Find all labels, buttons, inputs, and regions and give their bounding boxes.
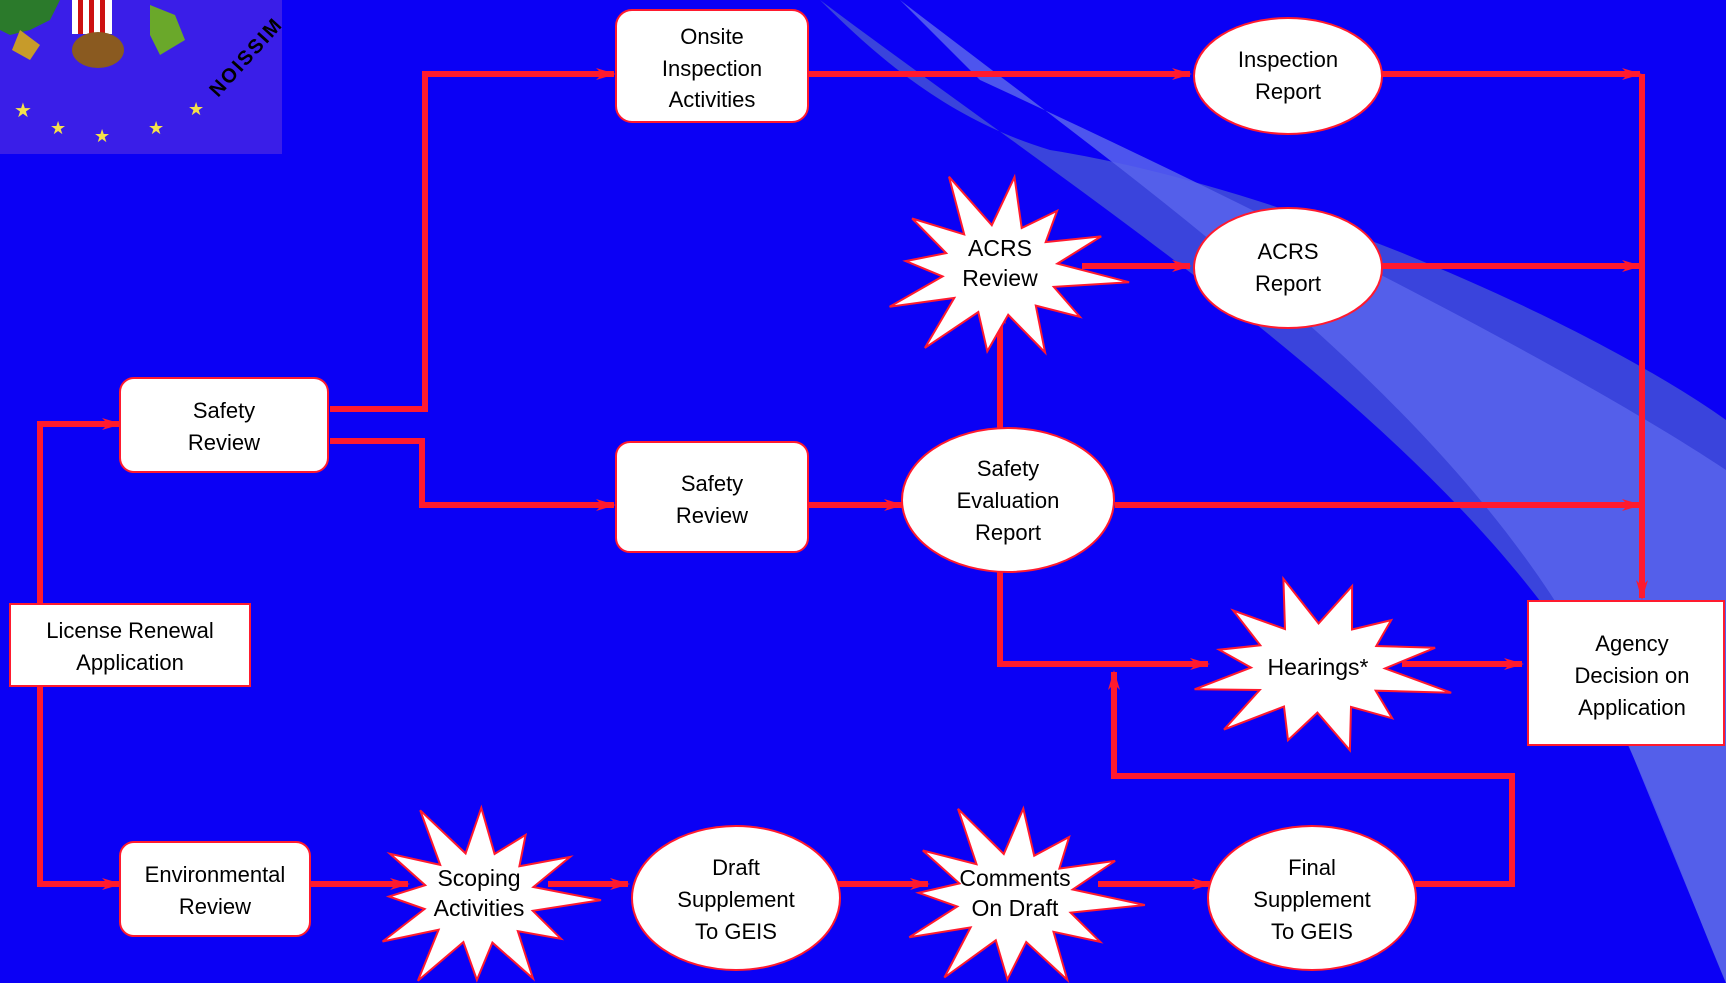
node-environmental-review-line-2: Review [179,894,251,919]
node-safety-review-main-line-2: Review [188,430,260,455]
node-draft-supplement-line-2: Supplement [677,887,794,912]
node-onsite-inspection-line-1: Onsite [680,24,744,49]
node-inspection-report-line-1: Inspection [1238,47,1338,72]
node-acrs-review-line-1: ACRS [968,235,1032,261]
node-onsite-inspection-line-2: Inspection [662,56,762,81]
node-final-supplement-line-1: Final [1288,855,1336,880]
background-swoosh [820,0,1726,983]
node-environmental-review-line-1: Environmental [145,862,286,887]
node-comments-on-draft[interactable]: Comments On Draft [908,805,1146,983]
node-comments-on-draft-line-1: Comments [959,865,1070,891]
svg-text:★: ★ [14,98,32,122]
node-safety-review-main-line-1: Safety [193,398,255,423]
node-acrs-report-line-1: ACRS [1257,239,1318,264]
node-scoping-activities-line-2: Activities [434,895,525,921]
connector-license-to-environmental [37,686,122,890]
node-ser-line-1: Safety [977,456,1039,481]
node-final-supplement-line-3: To GEIS [1271,919,1353,944]
node-comments-on-draft-line-2: On Draft [972,895,1060,921]
node-acrs-review-line-2: Review [962,265,1038,291]
connectors [37,68,1648,890]
connector-ser-to-hearings [997,570,1210,670]
seal-star: ★ ★ ★ ★ ★ [14,98,204,147]
node-acrs-report[interactable]: ACRS Report [1193,207,1383,329]
node-onsite-inspection-line-3: Activities [669,87,756,112]
node-draft-supplement-line-3: To GEIS [695,919,777,944]
node-scoping-activities-line-1: Scoping [437,865,520,891]
connector-final-to-hearings [1108,670,1515,887]
node-license-renewal-line-2: Application [76,650,184,675]
svg-text:Hearings*: Hearings* [1268,654,1369,680]
node-safety-review-2-line-2: Review [676,503,748,528]
node-acrs-review[interactable]: ACRS Review [889,173,1130,356]
connector-license-to-safety [37,418,122,604]
node-draft-supplement-line-1: Draft [712,855,760,880]
node-acrs-report-line-2: Report [1255,271,1321,296]
node-hearings[interactable]: Hearings* [1194,575,1452,753]
svg-text:★: ★ [50,118,66,139]
svg-text:★: ★ [148,118,164,139]
connector-safety-to-onsite [330,68,616,412]
nrc-seal-icon: ★ ★ ★ ★ ★ NOISSIM [0,0,288,154]
node-license-renewal-line-1: License Renewal [46,618,214,643]
node-ser-line-3: Report [975,520,1041,545]
node-hearings-line-1: Hearings* [1268,654,1369,680]
node-final-supplement-line-2: Supplement [1253,887,1370,912]
node-agency-decision-line-1: Agency [1595,631,1668,656]
svg-text:★: ★ [94,126,110,147]
node-inspection-report-line-2: Report [1255,79,1321,104]
node-ser-line-2: Evaluation [957,488,1060,513]
svg-text:★: ★ [188,99,204,120]
node-agency-decision-line-3: Application [1578,695,1686,720]
connector-safety-to-safety2 [330,438,616,511]
node-agency-decision-line-2: Decision on [1575,663,1690,688]
node-safety-review-2-line-1: Safety [681,471,743,496]
